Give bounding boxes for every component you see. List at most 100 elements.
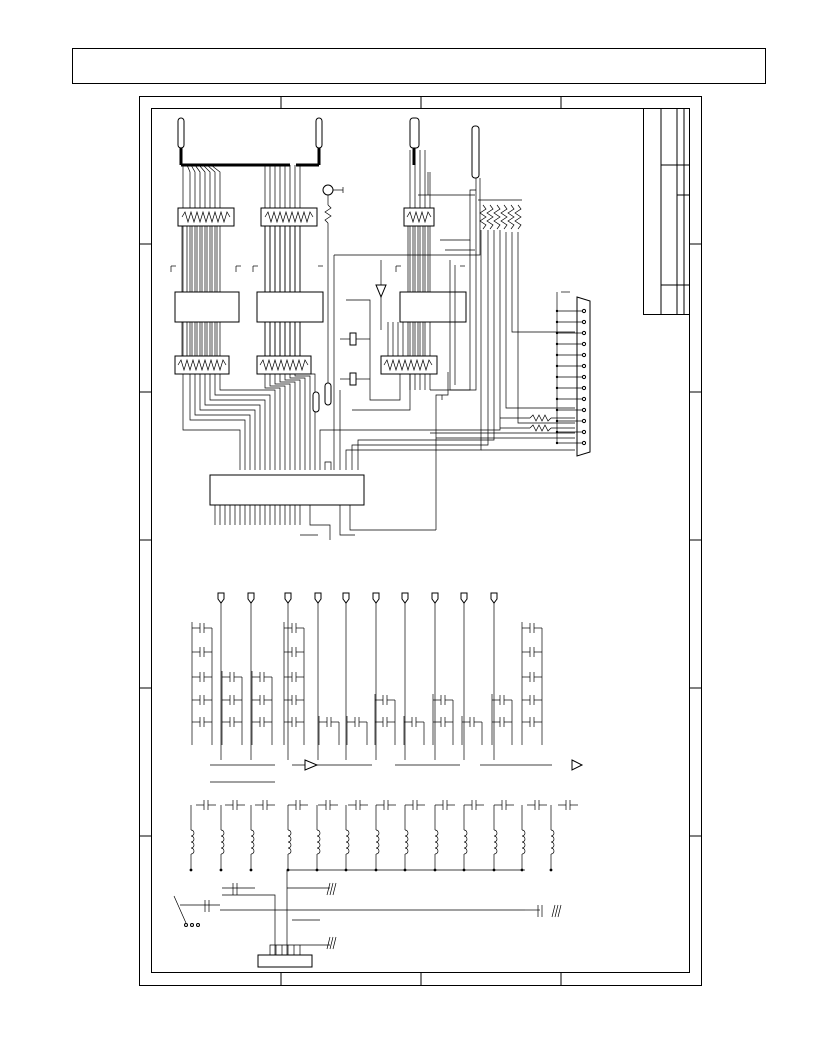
bias-lines <box>210 759 584 783</box>
decoupling-cap-column <box>221 671 243 745</box>
supply-rail <box>247 592 255 760</box>
filter-cap <box>435 800 455 810</box>
filter-cap <box>348 800 368 810</box>
ground-symbol-2 <box>551 904 562 918</box>
ic-u3 <box>395 265 467 323</box>
supply-rail <box>342 592 350 760</box>
decoupling-cap-column <box>318 716 340 745</box>
bus-connector-4 <box>471 125 480 179</box>
decoupling-cap-column <box>432 694 454 745</box>
decoupling-cap-column <box>374 694 396 745</box>
resistor-network-7 <box>380 355 438 375</box>
filter-cap <box>464 800 484 810</box>
dsub-pin <box>555 352 587 358</box>
dsub-pin <box>555 440 587 446</box>
ground-symbol-3 <box>326 936 337 950</box>
decoupling-cap-column <box>191 622 213 745</box>
inductor <box>520 805 526 872</box>
jumper-2 <box>340 372 370 386</box>
dsub-pin <box>555 330 587 336</box>
resistor-network-6 <box>256 355 312 375</box>
decoupling-cap-column <box>283 622 305 745</box>
resistor-network-4 <box>478 199 522 230</box>
filter-cap <box>288 800 308 810</box>
filter-cap <box>196 800 216 810</box>
dsub-pin <box>555 418 587 424</box>
supply-rail <box>401 592 409 760</box>
ic-pin-wires <box>181 226 429 356</box>
cap-bulk-2 <box>232 883 238 895</box>
supply-rail <box>217 592 225 760</box>
bus-fanout-1 <box>182 164 276 470</box>
drawing-frame <box>139 96 702 986</box>
inductor <box>249 805 255 872</box>
dsub-pin <box>555 407 587 413</box>
filter-cap <box>527 800 547 810</box>
dsub-pin <box>555 429 587 435</box>
test-point <box>322 184 344 385</box>
dsub-pin <box>555 341 587 347</box>
buffer-gate <box>375 260 387 330</box>
decoupling-cap-column <box>346 716 368 745</box>
filter-cap <box>405 800 425 810</box>
bottom-section <box>173 592 584 968</box>
title-block <box>643 108 690 315</box>
resistor-network-3 <box>403 207 435 227</box>
bus-connector-2 <box>315 117 323 165</box>
ic-u1 <box>170 265 241 323</box>
ic-u2 <box>252 265 324 323</box>
decoupling-cap-column <box>491 694 513 745</box>
dsub-pin <box>555 363 587 369</box>
inductor <box>219 805 225 872</box>
bus-connector-1 <box>177 117 185 165</box>
dsub-pin <box>555 308 587 314</box>
bus-connector-3 <box>409 117 420 165</box>
resistor-network-1 <box>177 207 235 227</box>
supply-rail <box>372 592 380 760</box>
decoupling-cap-column <box>251 671 273 745</box>
dsub-pin <box>555 374 587 380</box>
inductor <box>403 805 409 872</box>
d25-connector <box>555 291 591 457</box>
ground-symbol-1 <box>326 882 337 896</box>
cap-bulk-3 <box>537 905 543 917</box>
pill-connector-a <box>324 382 332 406</box>
dsub-pin <box>555 385 587 391</box>
resistor-network-5 <box>174 355 230 375</box>
inductor <box>433 805 439 872</box>
filter-cap <box>318 800 338 810</box>
decoupling-cap-column <box>521 622 543 745</box>
ic-u4-main <box>209 461 436 540</box>
filter-cap <box>376 800 396 810</box>
filter-cap <box>494 800 514 810</box>
connector-wires <box>319 230 575 530</box>
top-section <box>170 117 591 540</box>
inductor <box>492 805 498 872</box>
dsub-pin <box>555 319 587 325</box>
inductor <box>374 805 380 872</box>
inductor <box>189 805 195 872</box>
supply-rail <box>431 592 439 760</box>
control-wires <box>333 172 481 470</box>
power-header <box>222 870 330 968</box>
decoupling-cap-column <box>403 716 425 745</box>
power-terminals <box>173 895 200 927</box>
inductor <box>462 805 468 872</box>
dsub-pin <box>555 396 587 402</box>
series-resistors <box>529 414 575 432</box>
filter-cap <box>558 800 578 810</box>
resistor-network-2 <box>260 207 318 227</box>
jumper-1 <box>340 332 370 346</box>
inductor <box>549 805 555 872</box>
filter-cap <box>255 800 275 810</box>
filter-cap <box>225 800 245 810</box>
header-box <box>72 48 766 84</box>
cap-bulk-1 <box>204 900 210 912</box>
inductor <box>286 805 292 872</box>
inductor <box>315 805 321 872</box>
supply-rail <box>460 592 468 760</box>
supply-rail <box>490 592 498 760</box>
decoupling-cap-column <box>461 716 483 745</box>
inductor <box>344 805 350 872</box>
